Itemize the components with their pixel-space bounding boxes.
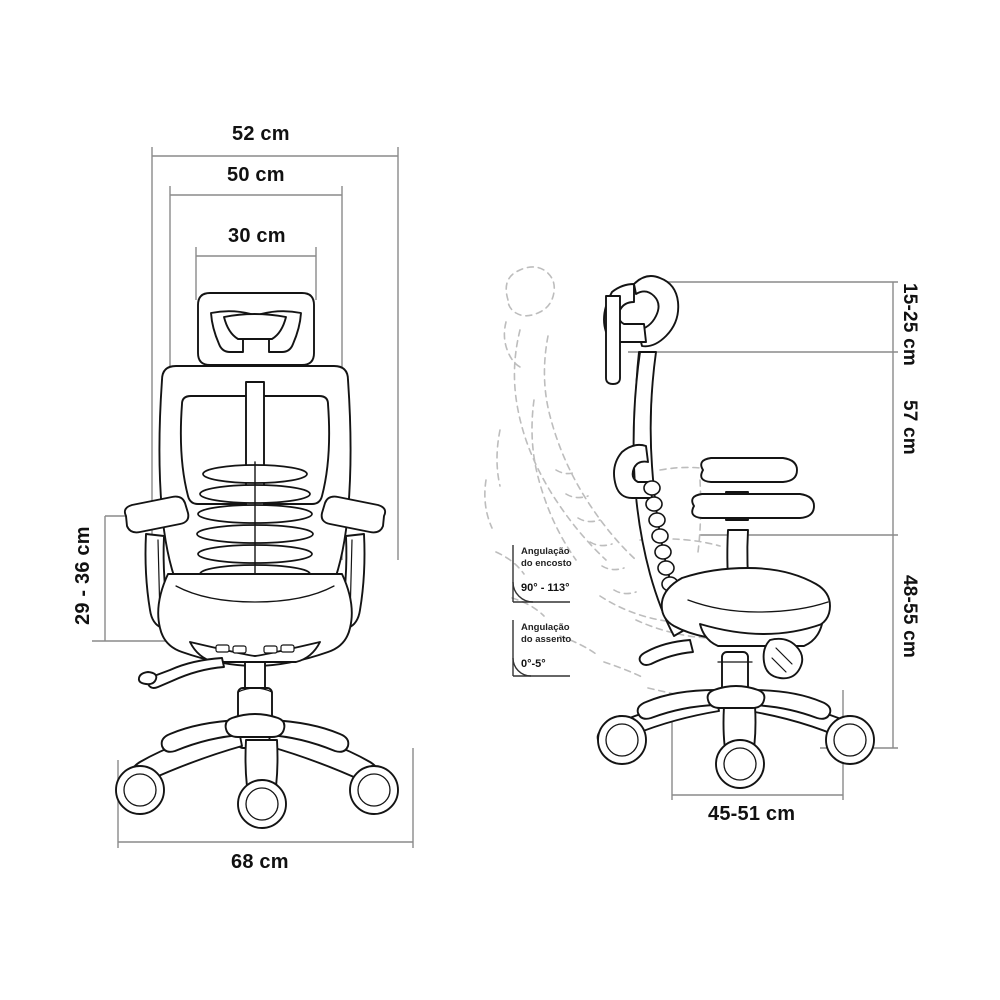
- ghost-headrest-stem: [503, 321, 523, 369]
- ghost-backrest-inner: [543, 335, 637, 561]
- angle-note-seat: Angulação do assento 0°-5°: [521, 622, 571, 670]
- angle-note-backrest-value: 90° - 113°: [521, 582, 570, 594]
- front-armrest-left-pad: [123, 495, 190, 534]
- ghost-rib-4: [589, 541, 613, 547]
- front-mechanism-vents: [215, 644, 295, 654]
- dim-label-seat-depth: 45-51 cm: [708, 803, 796, 825]
- side-caster-right-hub: [833, 723, 867, 757]
- seat-angle-arc: [512, 657, 532, 677]
- side-caster-left-wheel: [597, 715, 647, 765]
- backrest-angle-arc: [512, 581, 534, 603]
- dim-label-base-width: 68 cm: [231, 851, 289, 873]
- ghost-tilt-a: [495, 551, 525, 575]
- side-tilt-lever: [638, 639, 694, 666]
- front-lumbar-ribs: [196, 461, 314, 587]
- angle-note-seat-value: 0°-5°: [521, 658, 546, 670]
- side-caster-center-hub: [723, 747, 757, 781]
- dim-label-headrest-width: 30 cm: [228, 225, 286, 247]
- dim-label-backrest-width: 50 cm: [227, 164, 285, 186]
- angle-note-seat-caption-1: Angulação: [521, 622, 570, 633]
- side-armrest-lower-pad: [691, 493, 815, 519]
- caster-center-wheel: [237, 779, 287, 829]
- dim-label-headrest-travel: 15-25 cm: [899, 283, 920, 366]
- ghost-rib-3: [577, 517, 601, 523]
- side-base-spoke-right-near: [750, 689, 832, 720]
- ghost-sweep-2: [496, 429, 501, 487]
- ghost-rib-2: [565, 493, 589, 499]
- dim-label-armrest-height: 29 - 36 cm: [72, 526, 94, 625]
- ghost-rib-6: [613, 589, 637, 595]
- angle-note-seat-caption-2: do assento: [521, 633, 572, 645]
- caster-right-wheel: [349, 765, 399, 815]
- front-casters: [115, 765, 399, 829]
- dim-label-seat-height: 48-55 cm: [899, 575, 920, 658]
- caster-center-hub: [245, 787, 279, 821]
- side-headrest-post: [605, 295, 621, 385]
- front-headrest-center-notch: [223, 313, 287, 340]
- side-seat-mechanism: [699, 623, 823, 647]
- ghost-tilt-d: [603, 661, 645, 679]
- side-armrest-upper-pad: [700, 457, 798, 483]
- side-tension-knob: [762, 637, 804, 680]
- ghost-rib-5: [601, 565, 625, 571]
- ghost-sweep-1: [484, 479, 493, 529]
- front-lever-knob: [137, 671, 158, 686]
- side-caster-center-wheel: [715, 739, 765, 789]
- angle-note-backrest-caption-2: do encosto: [521, 557, 572, 569]
- side-base-hub: [706, 685, 766, 709]
- side-caster-right-wheel: [825, 715, 875, 765]
- dim-label-backrest-height: 57 cm: [899, 400, 920, 455]
- ghost-lumbar-line: [531, 399, 577, 561]
- caster-left-wheel: [115, 765, 165, 815]
- side-caster-left-hub: [605, 723, 639, 757]
- front-base-spoke-right-near: [267, 719, 350, 753]
- front-base-hub: [224, 713, 286, 738]
- angle-note-backrest: Angulação do encosto 90° - 113°: [521, 546, 572, 594]
- caster-left-hub: [123, 773, 157, 807]
- angle-note-backrest-caption-1: Angulação: [521, 546, 570, 557]
- side-casters: [597, 715, 875, 789]
- ghost-headrest: [505, 266, 556, 317]
- ghost-tilt-b: [511, 597, 545, 617]
- dim-label-overall-width: 52 cm: [232, 123, 290, 145]
- front-base-spoke-left-near: [160, 719, 243, 753]
- caster-right-hub: [357, 773, 391, 807]
- front-armrest-right-pad: [320, 495, 387, 534]
- side-knob-line-2: [771, 657, 787, 673]
- side-seat-crease: [687, 599, 829, 613]
- ghost-tilt-c: [559, 635, 597, 655]
- side-lumbar-bracket: [613, 443, 653, 499]
- front-gas-cylinder-top: [237, 687, 273, 693]
- front-seat-cushion-crease: [175, 585, 335, 603]
- side-base-spoke-left-near: [636, 689, 718, 720]
- side-knob-line-1: [775, 647, 793, 665]
- ghost-rib-1: [555, 469, 577, 475]
- ghost-backrest-outer: [513, 329, 607, 561]
